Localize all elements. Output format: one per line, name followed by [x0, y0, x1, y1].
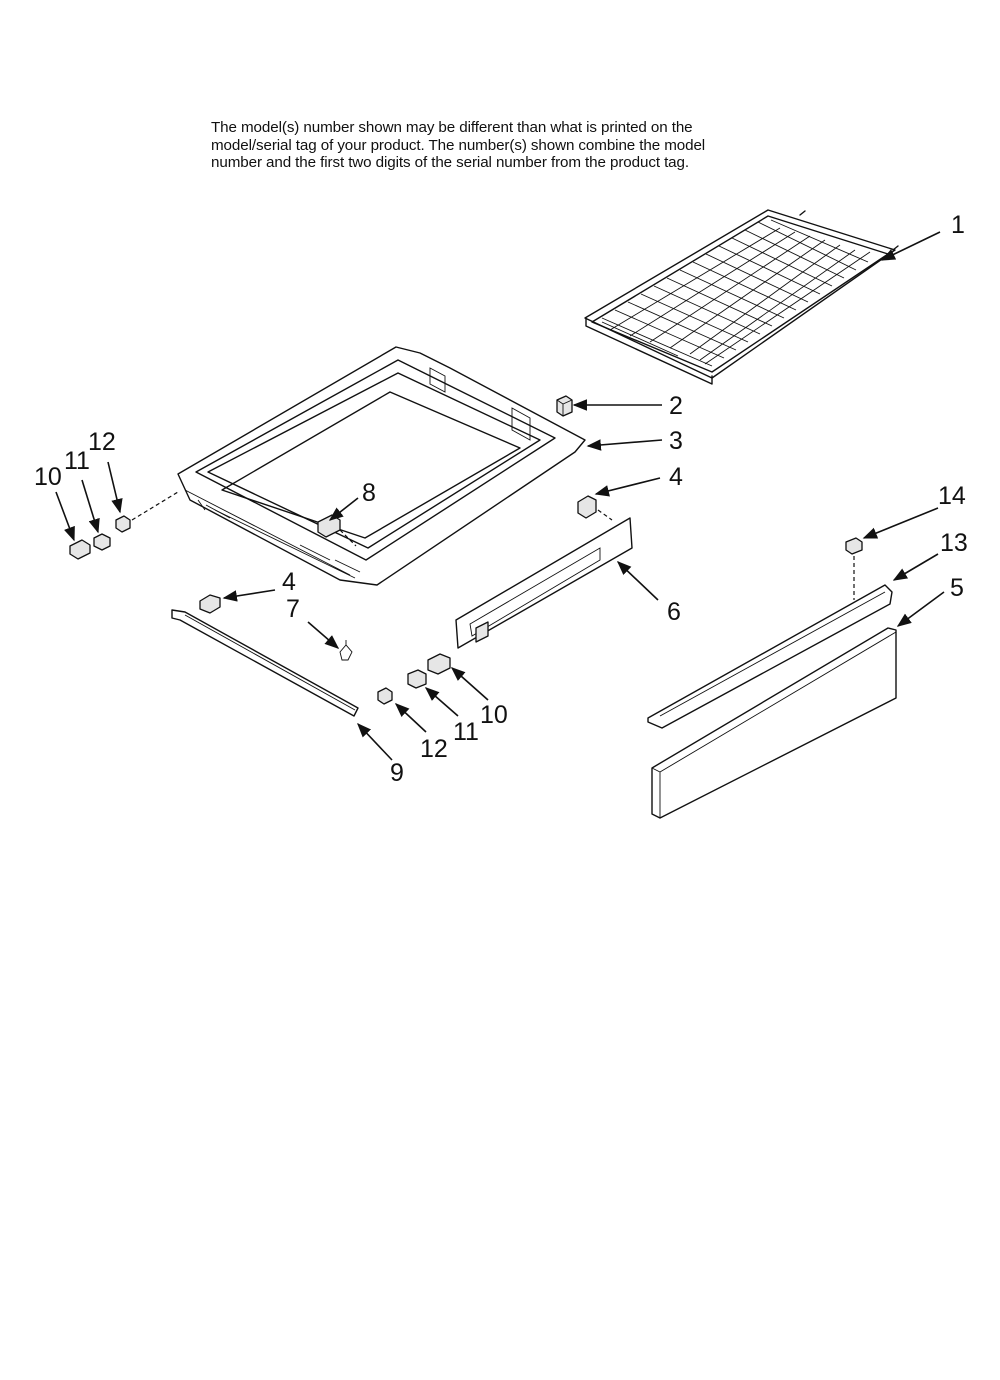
callout-3: 3: [669, 427, 683, 455]
part-7-clip: [339, 640, 353, 661]
note-line-1: The model(s) number shown may be differe…: [211, 119, 693, 136]
callout-6: 6: [667, 598, 681, 626]
part-5-drawer-front: [651, 627, 897, 819]
part-9-rail: [171, 609, 359, 717]
part-14-screw: [845, 537, 863, 600]
part-4-screw-lower: [199, 594, 221, 614]
callout-7: 7: [286, 595, 300, 623]
part-13-trim: [647, 584, 893, 729]
callout-10-left: 10: [34, 463, 62, 491]
callout-1: 1: [951, 211, 965, 239]
callout-9: 9: [390, 759, 404, 787]
note-line-2: model/serial tag of your product. The nu…: [211, 136, 706, 154]
callout-10-lower: 10: [480, 701, 508, 729]
part-8-screw: [317, 514, 357, 547]
part-4-screw-upper: [577, 495, 613, 521]
callout-13: 13: [940, 529, 968, 557]
leader-lines: [55, 231, 945, 761]
part-2-block: [556, 395, 573, 417]
model-number-note: The model(s) number shown may be differe…: [211, 119, 811, 172]
callout-14: 14: [938, 482, 966, 510]
callout-numbers: 1 2 3 4 6 8 4 7 9 12 11 10 10 11 12 14 1…: [34, 211, 968, 787]
callout-5: 5: [950, 574, 964, 602]
callout-8: 8: [362, 479, 376, 507]
part-6-rail: [455, 517, 633, 649]
lower-fastener-stack: [377, 653, 451, 705]
callout-12-lower: 12: [420, 735, 448, 763]
callout-11-lower: 11: [453, 718, 479, 746]
part-rack: [584, 209, 899, 385]
note-line-3: number and the first two digits of the s…: [211, 154, 689, 171]
callout-4-upper: 4: [669, 463, 683, 491]
left-fastener-stack: [69, 491, 179, 560]
callout-4-lower: 4: [282, 568, 296, 596]
callout-11-left: 11: [64, 447, 90, 475]
part-drawer-pan: [177, 346, 586, 586]
callout-12-left: 12: [88, 428, 116, 456]
callout-2: 2: [669, 392, 683, 420]
